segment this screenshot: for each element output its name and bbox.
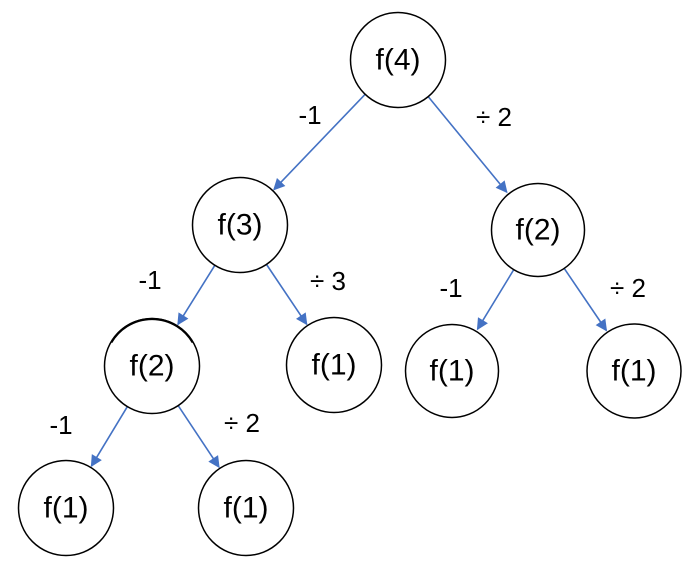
edge-arrow — [177, 264, 216, 326]
node-top-rim-arc — [110, 317, 194, 344]
edge-label: -1 — [138, 265, 161, 295]
tree-edge-f2-left-f1-bottom-mid: ÷ 2 — [177, 404, 260, 469]
node-label: f(3) — [218, 209, 263, 242]
tree-node-f1-bottom-mid: f(1) — [197, 459, 295, 557]
node-circle — [191, 176, 289, 274]
node-circle — [17, 459, 115, 557]
edge-arrow — [563, 268, 608, 332]
tree-edge-f3-f1-mid: ÷ 3 — [265, 263, 346, 326]
tree-node-f2-right: f(2) — [490, 182, 586, 278]
tree-node-f1-bottom-left: f(1) — [17, 459, 115, 557]
tree-node-f1-right-right: f(1) — [586, 323, 682, 419]
node-circle — [404, 323, 500, 419]
tree-edge-f2-right-f1-right-right: ÷ 2 — [563, 268, 646, 332]
node-label: f(1) — [44, 492, 89, 525]
node-label: f(2) — [516, 214, 561, 247]
edge-label: -1 — [439, 273, 462, 303]
node-label: f(1) — [612, 355, 657, 388]
edge-arrow — [273, 93, 367, 191]
tree-edge-f3-f2-left: -1 — [138, 264, 216, 326]
node-label: f(1) — [224, 492, 269, 525]
edge-label: ÷ 2 — [476, 102, 512, 132]
node-label: f(4) — [376, 44, 421, 77]
node-label: f(1) — [430, 355, 475, 388]
node-circle — [285, 316, 383, 414]
tree-edge-f2-left-f1-bottom-left: -1 — [49, 405, 129, 468]
tree-node-f1-right-left: f(1) — [404, 323, 500, 419]
tree-node-f3: f(3) — [191, 176, 289, 274]
tree-edge-f4-f2-right: ÷ 2 — [427, 95, 512, 194]
node-circle — [490, 182, 586, 278]
tree-edges: -1 ÷ 2 -1 ÷ 3 -1 ÷ 2 — [49, 93, 646, 469]
edge-label: ÷ 3 — [310, 266, 346, 296]
node-circle — [349, 11, 447, 109]
node-label: f(2) — [130, 350, 175, 383]
tree-edge-f2-right-f1-right-left: -1 — [439, 269, 515, 331]
edge-label: ÷ 2 — [224, 408, 260, 438]
node-circle — [197, 459, 295, 557]
edge-label: ÷ 2 — [610, 273, 646, 303]
node-label: f(1) — [312, 349, 357, 382]
tree-edge-f4-f3: -1 — [273, 93, 367, 191]
edge-arrow — [177, 404, 220, 469]
tree-node-f1-mid: f(1) — [285, 316, 383, 414]
edge-arrow — [476, 269, 515, 331]
edge-arrow — [90, 405, 129, 468]
tree-node-f2-left: f(2) — [103, 317, 201, 415]
tree-node-f4: f(4) — [349, 11, 447, 109]
edge-arrow — [265, 263, 308, 326]
edge-label: -1 — [49, 410, 72, 440]
edge-label: -1 — [298, 100, 321, 130]
edge-arrow — [427, 95, 508, 194]
tree-nodes: f(4) f(3) f(2) f(2) f(1) f(1) — [17, 11, 682, 557]
node-circle — [586, 323, 682, 419]
